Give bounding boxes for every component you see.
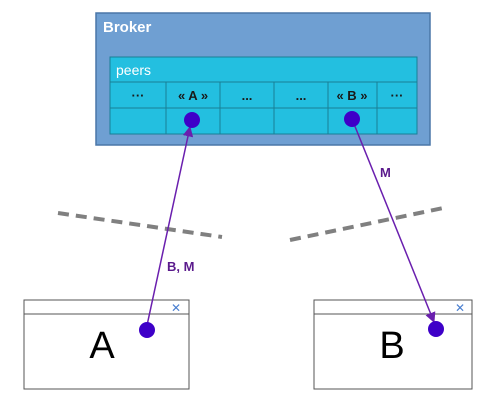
peer-cell-6: ··· [391, 88, 404, 103]
network-boundary-left [57, 211, 223, 239]
arrow-broker-to-b [351, 118, 436, 323]
edge-label-m: M [380, 165, 391, 180]
peer-cell-3: ... [242, 88, 253, 103]
peer-cell-1: ··· [132, 88, 145, 103]
peer-cell-b: « B » [336, 88, 367, 103]
edge-label-b-m: B, M [167, 259, 194, 274]
window-a-label: A [89, 325, 115, 367]
window-b-label: B [379, 325, 404, 367]
network-boundary-right [289, 205, 449, 242]
peers-table: peers ··· « A » ... ... « B » ··· [109, 56, 418, 135]
window-a-dot [139, 322, 155, 338]
window-a[interactable]: ✕ A [23, 299, 190, 390]
peer-a-dot [184, 112, 200, 128]
peer-b-dot [344, 111, 360, 127]
window-a-close-icon[interactable]: ✕ [171, 301, 181, 315]
peer-cell-4: ... [296, 88, 307, 103]
window-b[interactable]: ✕ B [313, 299, 473, 390]
arrow-a-to-broker [145, 125, 194, 331]
peer-cell-a: « A » [178, 88, 208, 103]
window-b-close-icon[interactable]: ✕ [455, 301, 465, 315]
peers-label: peers [116, 62, 151, 78]
broker-title: Broker [103, 19, 152, 36]
window-b-dot [428, 321, 444, 337]
